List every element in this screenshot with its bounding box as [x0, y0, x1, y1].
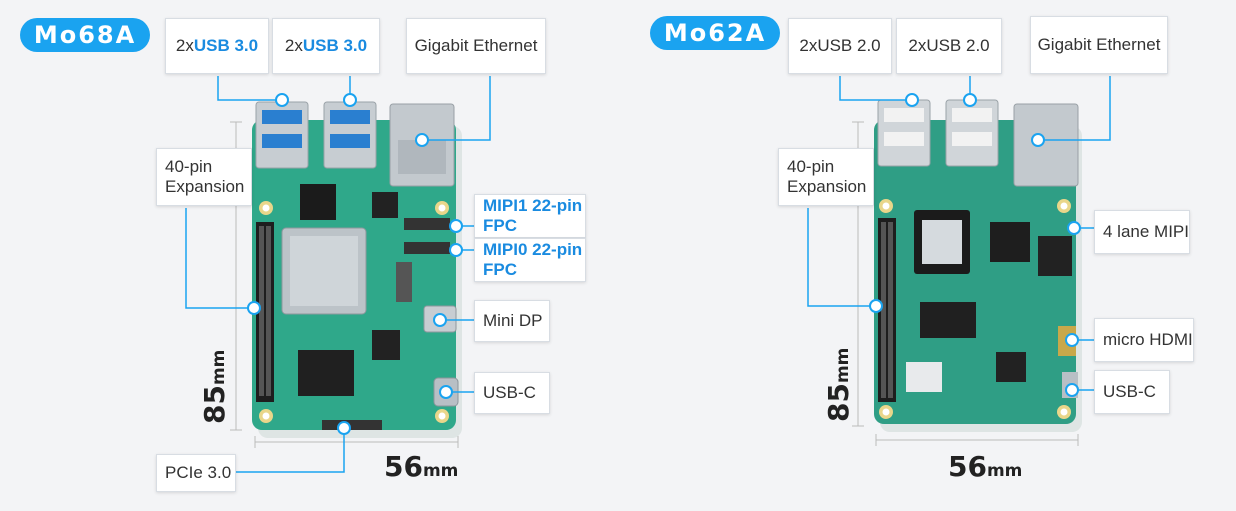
width-value: 56 — [384, 450, 423, 483]
usb-count: 2x — [175, 36, 194, 56]
mo68a-board-diagram — [185, 76, 491, 473]
mipi0-label: MIPI0 22-pin FPC — [474, 238, 586, 282]
expansion-line2: Expansion — [787, 177, 867, 196]
mo62a-pcb — [874, 120, 1076, 424]
width-dimension: 56mm — [948, 450, 1022, 483]
mo62a-panel: Mo62A 2xUSB 2.0 2xUSB 2.0 Gigabit Ethern… — [618, 0, 1236, 511]
expansion-label: 40-pin Expansion — [778, 148, 874, 206]
usbc-label: USB-C — [1094, 370, 1170, 414]
ethernet-label: Gigabit Ethernet — [1030, 16, 1168, 74]
height-unit: mm — [833, 347, 853, 384]
ethernet-label: Gigabit Ethernet — [406, 18, 546, 74]
height-dimension: 85mm — [822, 348, 855, 422]
height-unit: mm — [209, 349, 229, 386]
height-value: 85 — [198, 385, 231, 424]
mipi1-line1: MIPI1 22-pin — [483, 196, 583, 216]
pcie-label: PCIe 3.0 — [156, 454, 236, 492]
expansion-line1: 40-pin — [787, 157, 835, 177]
usb-label: 2xUSB 2.0 — [896, 18, 1002, 74]
usb-count: 2x — [284, 36, 303, 56]
mipi0-line2: FPC — [483, 260, 517, 279]
width-unit: mm — [986, 461, 1023, 481]
mo62a-board-diagram — [807, 76, 1111, 446]
width-unit: mm — [422, 461, 459, 481]
expansion-label: 40-pin Expansion — [156, 148, 252, 206]
width-dimension: 56mm — [384, 450, 458, 483]
mipi1-line2: FPC — [483, 216, 517, 235]
height-value: 85 — [822, 383, 855, 422]
mipi0-line1: MIPI0 22-pin — [483, 240, 583, 260]
mipi1-label: MIPI1 22-pin FPC — [474, 194, 586, 238]
model-badge: Mo68A — [20, 18, 150, 52]
height-dimension: 85mm — [198, 350, 231, 424]
expansion-line1: 40-pin — [165, 157, 213, 177]
usb-type: USB 3.0 — [193, 36, 259, 56]
usbc-label: USB-C — [474, 372, 550, 414]
model-badge: Mo62A — [650, 16, 780, 50]
mipi-label: 4 lane MIPI — [1094, 210, 1190, 254]
width-value: 56 — [948, 450, 987, 483]
expansion-line2: Expansion — [165, 177, 245, 196]
micro-hdmi-label: micro HDMI — [1094, 318, 1194, 362]
usb-type: USB 3.0 — [302, 36, 368, 56]
mini-dp-label: Mini DP — [474, 300, 550, 342]
usb-label: 2xUSB 2.0 — [788, 18, 892, 74]
